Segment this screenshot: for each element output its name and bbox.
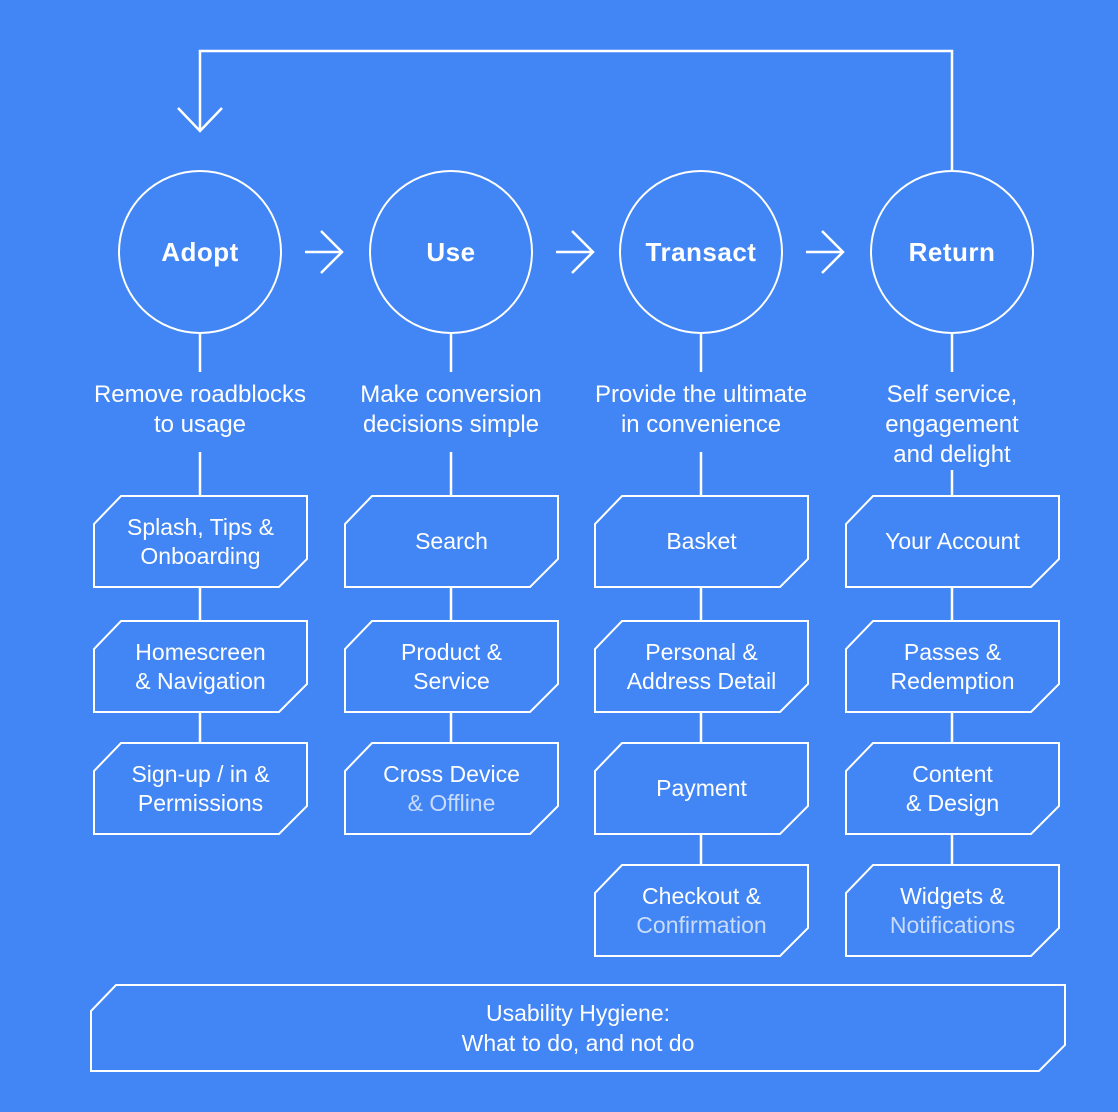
box-product-service: Product & Service xyxy=(344,620,559,713)
arrow-right-icon xyxy=(571,230,595,274)
stage-circle-adopt: Adopt xyxy=(118,170,282,334)
stage-circle-return: Return xyxy=(870,170,1034,334)
description-line: Remove roadblocks xyxy=(93,381,307,408)
chamfer-box-outline xyxy=(594,864,809,957)
description-line: in convenience xyxy=(620,411,782,438)
box-line: Search xyxy=(415,528,488,554)
stage-description-return: Self service, engagement and delight xyxy=(812,380,1092,470)
chamfer-box-outline xyxy=(845,495,1060,588)
stage-circle-use: Use xyxy=(369,170,533,334)
chamfer-box-outline xyxy=(594,742,809,835)
chamfer-box-outline xyxy=(845,864,1060,957)
stage-label-use: Use xyxy=(426,236,476,267)
box-line: Sign-up / in & xyxy=(131,760,270,787)
box-checkout-confirmation: Checkout & Confirmation xyxy=(594,864,809,957)
box-widgets-notifications: Widgets & Notifications xyxy=(845,864,1060,957)
box-line: Splash, Tips & xyxy=(126,513,275,540)
stage-description-transact: Provide the ultimate in convenience xyxy=(561,380,841,440)
box-line: & Navigation xyxy=(135,667,266,694)
stage-label-transact: Transact xyxy=(645,236,757,267)
box-line: Service xyxy=(413,667,490,694)
chamfer-box-outline xyxy=(93,620,308,713)
box-payment: Payment xyxy=(594,742,809,835)
chamfer-box-outline xyxy=(344,495,559,588)
box-personal-address-detail: Personal & Address Detail xyxy=(594,620,809,713)
box-line: Basket xyxy=(666,528,737,554)
arrow-right-icon xyxy=(320,230,344,274)
chamfer-box-outline xyxy=(93,742,308,835)
box-line: Confirmation xyxy=(636,911,767,938)
box-line: & Offline xyxy=(407,789,496,816)
box-line: Passes & xyxy=(903,638,1002,665)
description-line: decisions simple xyxy=(362,411,540,438)
description-line: Provide the ultimate xyxy=(594,381,808,408)
box-line: & Design xyxy=(905,789,1000,816)
box-line: Redemption xyxy=(890,667,1015,694)
description-line: engagement xyxy=(885,411,1019,438)
box-line: Payment xyxy=(656,775,747,801)
box-homescreen-navigation: Homescreen & Navigation xyxy=(93,620,308,713)
chamfer-box-outline xyxy=(594,495,809,588)
chamfer-box-outline xyxy=(344,742,559,835)
stage-label-return: Return xyxy=(908,236,996,267)
usability-hygiene-box: Usability Hygiene: What to do, and not d… xyxy=(90,984,1066,1072)
stage-label-adopt: Adopt xyxy=(161,236,239,267)
chamfer-box-outline xyxy=(344,620,559,713)
chamfer-box-outline xyxy=(845,742,1060,835)
arrow-down-icon xyxy=(177,107,223,133)
box-content-design: Content & Design xyxy=(845,742,1060,835)
box-line: Widgets & xyxy=(900,882,1005,909)
box-passes-redemption: Passes & Redemption xyxy=(845,620,1060,713)
box-splash-tips-onboarding: Splash, Tips & Onboarding xyxy=(93,495,308,588)
box-your-account: Your Account xyxy=(845,495,1060,588)
description-line: and delight xyxy=(893,441,1011,468)
stage-circle-transact: Transact xyxy=(619,170,783,334)
stage-description-adopt: Remove roadblocks to usage xyxy=(60,380,340,440)
box-line: Checkout & xyxy=(642,882,761,909)
return-loop-line xyxy=(198,49,954,170)
chamfer-box-outline xyxy=(594,620,809,713)
box-search: Search xyxy=(344,495,559,588)
footer-line: What to do, and not do xyxy=(461,1030,695,1056)
box-basket: Basket xyxy=(594,495,809,588)
box-cross-device-offline: Cross Device & Offline xyxy=(344,742,559,835)
box-line: Permissions xyxy=(137,789,264,816)
box-line: Onboarding xyxy=(140,542,261,569)
footer-line: Usability Hygiene: xyxy=(485,1000,671,1026)
chamfer-box-outline xyxy=(93,495,308,588)
arrow-right-icon xyxy=(821,230,845,274)
box-line: Personal & xyxy=(645,638,758,665)
box-line: Your Account xyxy=(885,528,1020,554)
description-line: to usage xyxy=(153,411,247,438)
box-line: Cross Device xyxy=(383,760,520,787)
box-sign-up-permissions: Sign-up / in & Permissions xyxy=(93,742,308,835)
box-line: Content xyxy=(912,760,993,787)
chamfer-box-outline xyxy=(845,620,1060,713)
box-line: Homescreen xyxy=(135,638,266,665)
stage-description-use: Make conversion decisions simple xyxy=(311,380,591,440)
box-line: Address Detail xyxy=(626,667,777,694)
chamfer-box-outline xyxy=(90,984,1066,1072)
box-line: Notifications xyxy=(889,911,1016,938)
box-line: Product & xyxy=(401,638,502,665)
description-line: Make conversion xyxy=(360,381,542,408)
description-line: Self service, xyxy=(886,381,1018,408)
